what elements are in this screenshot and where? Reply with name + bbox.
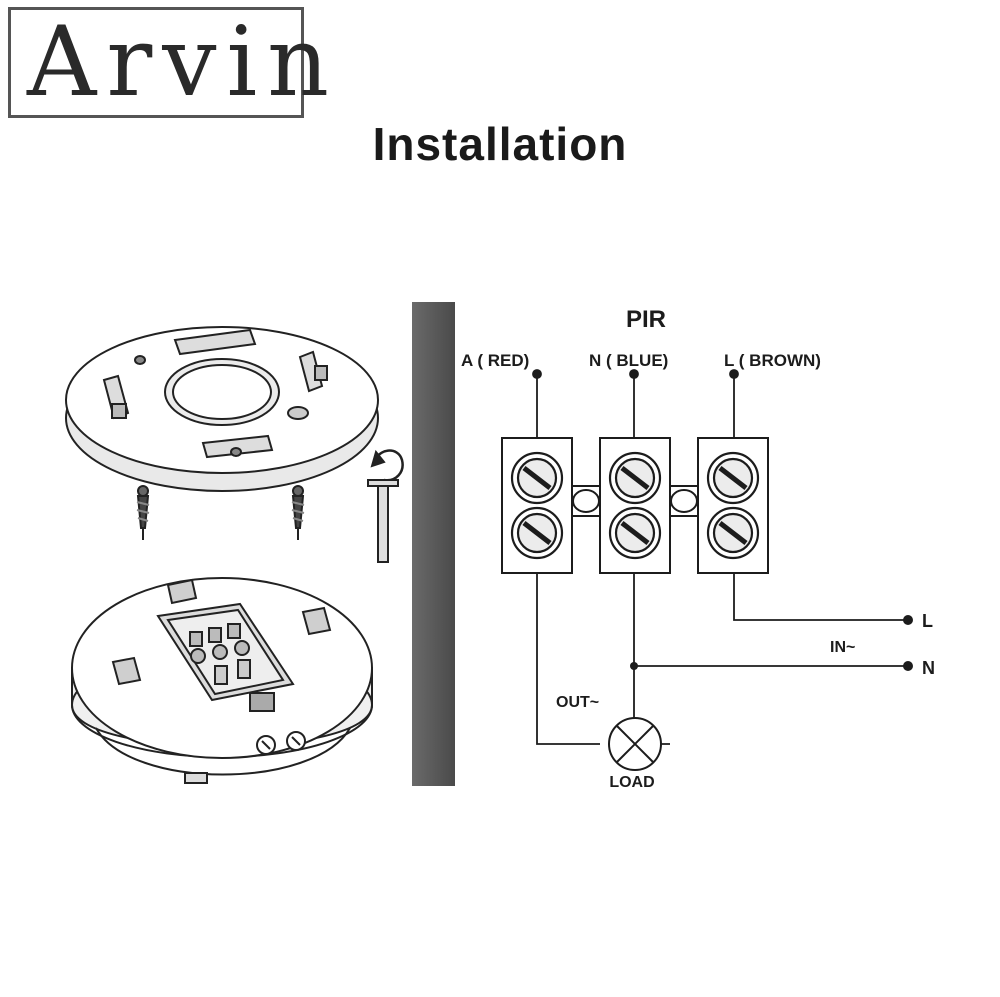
input-label: IN~ xyxy=(830,639,855,656)
line-label: L xyxy=(922,611,933,631)
mounting-illustration xyxy=(65,326,404,784)
output-label: OUT~ xyxy=(556,694,599,711)
terminal-label-l: L ( BROWN) xyxy=(724,351,821,370)
logo: Arvin xyxy=(8,7,329,118)
screw-icon xyxy=(706,451,760,505)
divider-bar xyxy=(412,302,455,786)
neutral-terminal-dot xyxy=(903,661,913,671)
line-terminal-dot xyxy=(903,615,913,625)
load-label: LOAD xyxy=(609,774,654,791)
screw-icon xyxy=(608,451,662,505)
load-lamp-icon xyxy=(608,717,662,771)
neutral-junction xyxy=(630,662,638,670)
screw-left xyxy=(136,485,150,540)
screw-icon xyxy=(510,506,564,560)
screw-icon xyxy=(608,506,662,560)
terminal-screws xyxy=(510,451,760,560)
page-title: Installation xyxy=(372,118,628,170)
mounting-plate xyxy=(65,326,379,492)
screw-icon xyxy=(706,506,760,560)
screw-icon xyxy=(510,451,564,505)
wires xyxy=(536,573,908,745)
wiring-diagram: PIR A ( RED) N ( BLUE) L ( BROWN) xyxy=(461,306,935,791)
terminal-label-a: A ( RED) xyxy=(461,351,529,370)
rotate-arrow-icon xyxy=(367,449,404,563)
screw-right xyxy=(291,485,305,540)
terminal-label-n: N ( BLUE) xyxy=(589,351,668,370)
logo-text: Arvin xyxy=(27,6,339,118)
sensor-body xyxy=(71,577,373,784)
neutral-label: N xyxy=(922,658,935,678)
pir-label: PIR xyxy=(626,306,666,333)
